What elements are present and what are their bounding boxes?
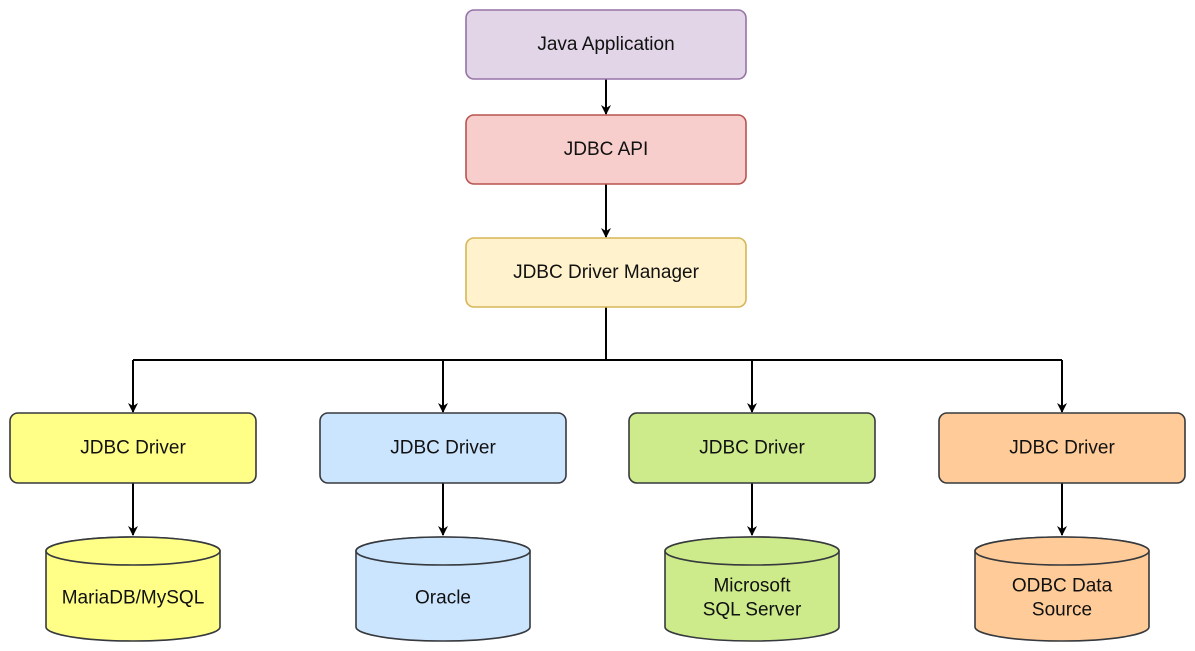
jdbc-driver-manager-box: JDBC Driver Manager xyxy=(465,237,747,308)
odbc-data-source-database-label-line-2: Source xyxy=(1032,600,1092,621)
jdbc-api-box: JDBC API xyxy=(465,114,747,185)
microsoft-sql-server-database-top xyxy=(664,536,840,566)
oracle-database: Oracle xyxy=(355,536,531,642)
odbc-data-source-database-label-line-1: ODBC Data xyxy=(1012,576,1113,597)
java-application-box-shape xyxy=(465,9,747,80)
mariadb-mysql-database-label: MariaDB/MySQL xyxy=(62,588,205,609)
odbc-data-source-database-top xyxy=(974,536,1150,566)
jdbc-driver-box-2-shape xyxy=(319,412,567,484)
microsoft-sql-server-database-label-line-2: SQL Server xyxy=(703,600,802,621)
jdbc-driver-manager-box-shape xyxy=(465,237,747,308)
jdbc-driver-box-4-shape xyxy=(938,412,1186,484)
microsoft-sql-server-database-label-line-1: Microsoft xyxy=(713,576,791,597)
jdbc-driver-box-2: JDBC Driver xyxy=(319,412,567,484)
jdbc-driver-box-4: JDBC Driver xyxy=(938,412,1186,484)
jdbc-driver-box-4-label: JDBC Driver xyxy=(1009,438,1115,459)
jdbc-driver-box-3-label: JDBC Driver xyxy=(699,438,805,459)
jdbc-driver-box-3: JDBC Driver xyxy=(628,412,876,484)
jdbc-driver-box-1: JDBC Driver xyxy=(9,412,257,484)
mariadb-mysql-database: MariaDB/MySQL xyxy=(45,536,221,642)
jdbc-driver-box-2-label: JDBC Driver xyxy=(390,438,496,459)
oracle-database-label: Oracle xyxy=(415,588,471,609)
jdbc-api-box-label: JDBC API xyxy=(564,139,648,160)
jdbc-driver-manager-box-label: JDBC Driver Manager xyxy=(513,262,699,283)
java-application-box-label: Java Application xyxy=(537,34,674,55)
jdbc-driver-box-1-shape xyxy=(9,412,257,484)
mariadb-mysql-database-top xyxy=(45,536,221,566)
jdbc-driver-box-1-label: JDBC Driver xyxy=(80,438,186,459)
connector-layer xyxy=(128,79,1067,536)
jdbc-api-box-shape xyxy=(465,114,747,185)
oracle-database-top xyxy=(355,536,531,566)
jdbc-driver-box-3-shape xyxy=(628,412,876,484)
java-application-box: Java Application xyxy=(465,9,747,80)
